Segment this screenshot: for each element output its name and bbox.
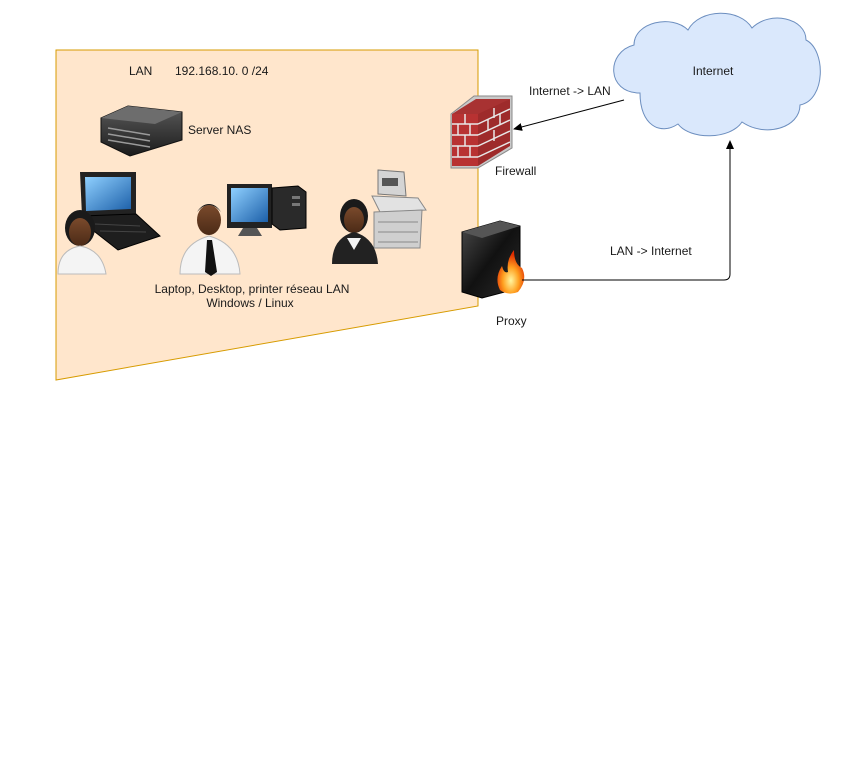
edge-label-bg: [526, 82, 616, 98]
user-female-icon: [332, 199, 378, 264]
lan-os-label: Windows / Linux: [206, 296, 293, 310]
cloud-icon: [613, 12, 821, 137]
printer-icon: [371, 169, 427, 249]
server-nas-label: Server NAS: [188, 123, 251, 137]
user-female-icon: [57, 210, 107, 275]
laptop-icon: [80, 172, 161, 251]
edge-inbound-label: Internet -> LAN: [529, 84, 611, 98]
user-male-icon: [179, 204, 241, 276]
lan-title: LAN: [129, 64, 152, 78]
lan-devices-label: Laptop, Desktop, printer réseau LAN: [155, 282, 350, 296]
firewall-label: Firewall: [495, 164, 536, 178]
edge-internet-to-firewall: [513, 99, 625, 131]
server-icon: [100, 105, 183, 157]
internet-label: Internet: [693, 64, 734, 78]
lan-subnet: 192.168.10. 0 /24: [175, 64, 269, 78]
edge-outbound-label: LAN -> Internet: [610, 244, 692, 258]
proxy-icon: [461, 220, 525, 299]
desktop-icon: [227, 184, 307, 236]
edge-proxy-to-internet: [522, 140, 734, 281]
proxy-label: Proxy: [496, 314, 527, 328]
firewall-icon: [450, 95, 513, 169]
